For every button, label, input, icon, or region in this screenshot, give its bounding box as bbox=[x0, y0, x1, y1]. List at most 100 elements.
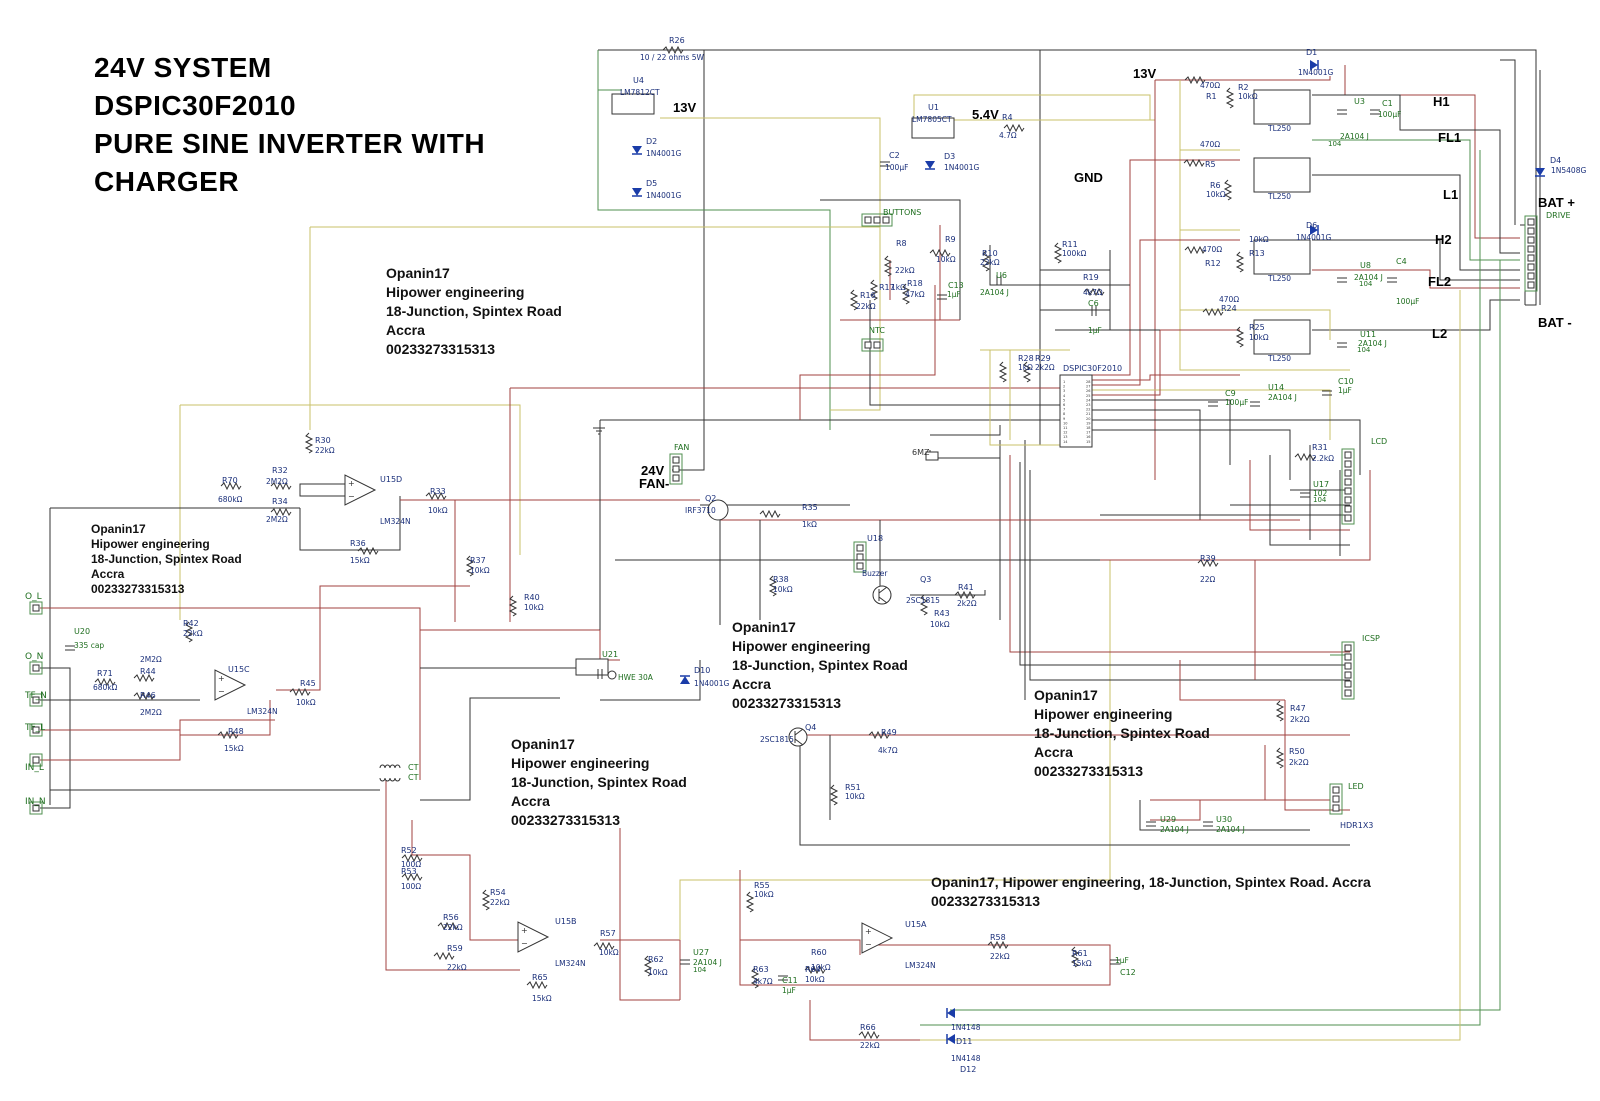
wire bbox=[1139, 800, 1310, 831]
ref-label: R64 bbox=[805, 965, 821, 974]
wire bbox=[989, 245, 1130, 286]
credit-line: Hipower engineering bbox=[91, 537, 210, 551]
resistor-symbol bbox=[1184, 245, 1206, 255]
resistor-symbol bbox=[643, 955, 653, 977]
resistor-symbol bbox=[869, 279, 879, 301]
ref-label: U4 bbox=[633, 76, 644, 85]
header-pin bbox=[1527, 254, 1535, 262]
ref-label: R50 bbox=[1289, 747, 1305, 756]
transistor-symbol bbox=[872, 585, 892, 605]
opamp-plus: + bbox=[521, 926, 528, 935]
credit-line: Hipower engineering bbox=[386, 284, 525, 300]
value-label: 104 bbox=[1357, 346, 1371, 354]
ref-label: R25 bbox=[1249, 323, 1265, 332]
credit-line: 00233273315313 bbox=[511, 812, 621, 828]
value-label: 1N4001G bbox=[1296, 233, 1331, 242]
value-label: 10kΩ bbox=[1206, 190, 1226, 199]
value-label: 15kΩ bbox=[224, 744, 244, 753]
value-label: 470Ω bbox=[1219, 295, 1239, 304]
ref-label: R10 bbox=[982, 249, 998, 258]
value-label: 2M2Ω bbox=[266, 515, 288, 524]
ref-label: R66 bbox=[860, 1023, 876, 1032]
connector-label: O_L bbox=[25, 592, 42, 602]
value-label: 10kΩ bbox=[930, 620, 950, 629]
resistor-symbol bbox=[217, 730, 239, 740]
current-sensor-pin bbox=[607, 670, 617, 680]
value-label: 2A104 J bbox=[980, 288, 1009, 297]
value-label: 680kΩ bbox=[93, 683, 118, 692]
connector-label: IN_N bbox=[25, 797, 46, 807]
transistor-emitter bbox=[878, 596, 888, 604]
mcu-pin-number: 27 bbox=[1086, 385, 1090, 389]
value-label: LM324N bbox=[247, 707, 278, 716]
wire bbox=[920, 290, 1461, 1041]
ref-label: Q2 bbox=[705, 494, 716, 503]
ref-label: R49 bbox=[881, 728, 897, 737]
wire bbox=[619, 828, 680, 1001]
value-label: 10 / 22 ohms 5W bbox=[640, 53, 704, 62]
value-label: 15kΩ bbox=[350, 556, 370, 565]
wire bbox=[600, 660, 701, 701]
regulator-u1 bbox=[911, 117, 955, 139]
value-label: 680kΩ bbox=[218, 495, 243, 504]
header-pin bbox=[856, 553, 864, 561]
header-label: FAN bbox=[674, 443, 689, 452]
value-label: 10kΩ bbox=[599, 948, 619, 957]
resistor-symbol bbox=[94, 677, 116, 687]
resistor-symbol bbox=[998, 361, 1008, 383]
resistor-symbol bbox=[929, 248, 951, 258]
ref-label: R17 bbox=[879, 283, 895, 292]
resistor-symbol bbox=[508, 595, 518, 617]
header-pin bbox=[1527, 227, 1535, 235]
value-label: LM7812CT bbox=[620, 88, 660, 97]
credit-line: Opanin17 bbox=[732, 619, 796, 635]
resistor-symbol bbox=[804, 965, 826, 975]
ref-label: U15D bbox=[380, 475, 402, 484]
credit-line: Opanin17 bbox=[511, 736, 575, 752]
resistor-symbol bbox=[1083, 287, 1105, 297]
header-label: DRIVE bbox=[1546, 211, 1571, 220]
value-label: 2A104 J bbox=[1354, 273, 1383, 282]
header-label: LED bbox=[1348, 782, 1364, 791]
diode-symbol bbox=[680, 676, 690, 684]
credit-line: 18-Junction, Spintex Road bbox=[1034, 725, 1210, 741]
net-label-bat-plus: BAT + bbox=[1538, 195, 1575, 210]
mcu-pin-number: 1 bbox=[1063, 380, 1065, 384]
resistor-symbol bbox=[1197, 558, 1219, 568]
opamp-symbol bbox=[517, 921, 550, 953]
net-label-fl1: FL1 bbox=[1438, 130, 1462, 145]
driver-label: TL250 bbox=[1267, 124, 1291, 133]
wire bbox=[1150, 800, 1201, 821]
value-label: 10kΩ bbox=[470, 566, 490, 575]
resistor-symbol bbox=[1003, 123, 1025, 133]
opamp-plus: + bbox=[348, 479, 355, 488]
value-label: 100Ω bbox=[401, 860, 421, 869]
wire bbox=[40, 667, 71, 809]
value-label: 10kΩ bbox=[936, 255, 956, 264]
value-label: 4.7Ω bbox=[999, 131, 1017, 140]
current-sensor bbox=[575, 658, 609, 676]
ref-label: R28 bbox=[1018, 354, 1034, 363]
wire bbox=[411, 820, 520, 941]
mosfet-symbol bbox=[707, 499, 729, 521]
header-pin bbox=[864, 216, 872, 224]
mcu-pin-number: 23 bbox=[1086, 403, 1090, 407]
ref-label: R32 bbox=[272, 466, 288, 475]
ref-label: D6 bbox=[1306, 221, 1317, 230]
credit-line: Accra bbox=[386, 322, 425, 338]
value-label: 22kΩ bbox=[895, 266, 915, 275]
ref-label: D12 bbox=[960, 1065, 976, 1074]
value-label: HWE 30A bbox=[618, 673, 654, 682]
wire bbox=[1060, 409, 1201, 520]
value-label: LM7805CT bbox=[912, 115, 952, 124]
mcu-pin-number: 18 bbox=[1086, 426, 1090, 430]
credit-line: Hipower engineering bbox=[1034, 706, 1173, 722]
resistor-symbol bbox=[1184, 75, 1206, 85]
resistor-symbol bbox=[1225, 87, 1235, 109]
resistor-symbol bbox=[849, 289, 859, 311]
wire bbox=[597, 90, 831, 430]
ref-label: R24 bbox=[1221, 304, 1237, 313]
value-label: 2M2Ω bbox=[140, 655, 162, 664]
ref-label: U14 bbox=[1268, 383, 1284, 392]
